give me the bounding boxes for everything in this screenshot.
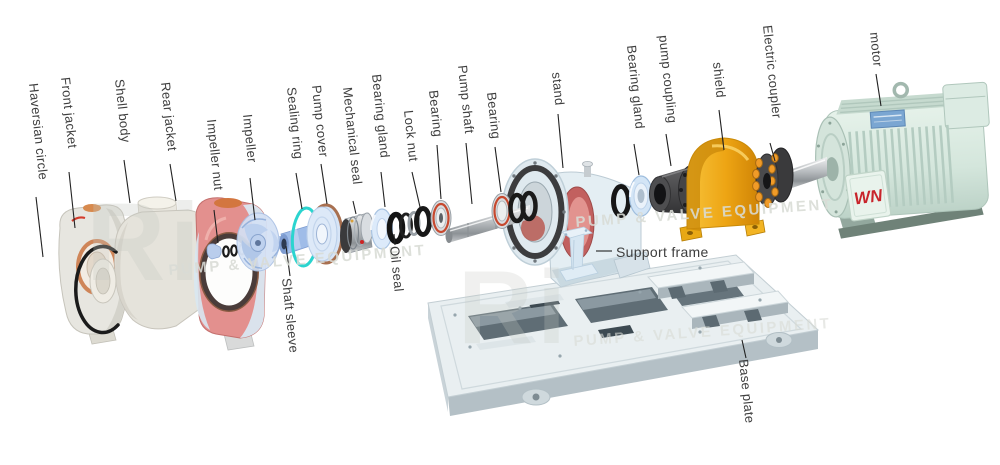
electric-coupler	[752, 147, 794, 208]
leader-base-plate	[741, 339, 747, 359]
lock-nut	[414, 206, 432, 237]
leader-pump-cover	[320, 163, 328, 205]
brand-box: WN	[844, 169, 892, 222]
lifting-eye	[892, 81, 910, 99]
bearing-gland-front	[370, 208, 394, 250]
impeller	[236, 212, 282, 272]
leader-lock-nut	[411, 171, 421, 208]
leader-stand	[557, 113, 564, 169]
leader-motor	[875, 73, 882, 107]
leader-lines	[35, 73, 882, 359]
leader-impeller	[249, 177, 256, 221]
leader-front-jacket	[68, 171, 76, 229]
leader-impeller-nut	[213, 209, 219, 244]
leader-shaft-sleeve	[285, 245, 291, 277]
leader-bearing-2	[494, 146, 502, 193]
motor-logo: WN	[853, 186, 884, 209]
leader-shield	[718, 109, 725, 151]
mechanical-seal	[340, 212, 374, 254]
leader-oil-seal	[393, 233, 396, 246]
leader-mechanical-seal	[352, 200, 357, 215]
impeller-nut	[206, 243, 222, 260]
haversian-circle	[74, 244, 120, 335]
oil-seal	[386, 211, 406, 245]
leader-bearing-gland-rear	[633, 143, 640, 176]
nameplate	[869, 109, 906, 129]
pump-cover	[306, 203, 344, 265]
leader-haversian-circle	[35, 196, 44, 258]
base-plate	[427, 254, 820, 416]
leader-bearing-1	[436, 144, 442, 200]
leader-pump-coupling	[665, 133, 672, 167]
bearing-1	[430, 200, 452, 236]
motor: WN	[815, 81, 990, 239]
leader-rear-jacket	[169, 163, 177, 202]
bearing-gland-rear	[611, 175, 654, 218]
leader-sealing-ring	[295, 172, 303, 210]
leader-electric-coupler	[769, 142, 776, 162]
leader-shell-body	[123, 159, 131, 204]
leader-pump-shaft	[465, 142, 473, 205]
shell-body	[89, 196, 216, 330]
leader-bearing-gland-front	[380, 171, 386, 208]
label-support-frame: Support frame	[616, 244, 709, 260]
shaft-rings-rear	[508, 190, 538, 224]
support-frame	[559, 226, 599, 282]
bearing-2	[491, 193, 513, 229]
junction-box	[942, 81, 990, 130]
shield	[679, 137, 766, 242]
